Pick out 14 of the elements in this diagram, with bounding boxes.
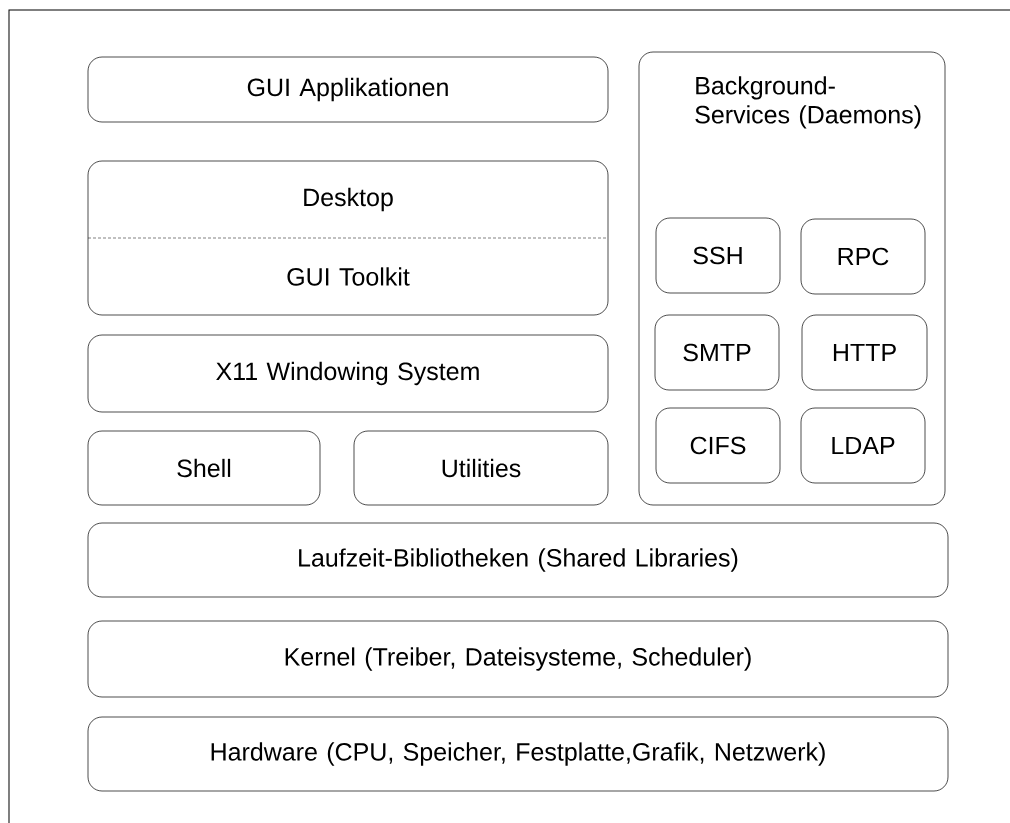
service-box: HTTP xyxy=(801,314,928,391)
service-box: RPC xyxy=(800,218,926,295)
service-box: SSH xyxy=(655,217,781,294)
service-box: LDAP xyxy=(800,407,926,484)
layer-box: Shell xyxy=(87,430,321,506)
layer-box: Utilities xyxy=(353,430,609,506)
service-box: SMTP xyxy=(654,314,780,391)
layer-box: Hardware (CPU, Speicher, Festplatte,Grafik, Netzwerk) xyxy=(87,716,949,792)
layer-box: Kernel (Treiber, Dateisysteme, Scheduler) xyxy=(87,620,949,698)
layer-box: GUI Applikationen xyxy=(87,56,609,123)
layer-box: X11 Windowing System xyxy=(87,334,609,413)
service-box: CIFS xyxy=(655,407,781,484)
layer-box: Desktop GUI Toolkit xyxy=(87,160,609,316)
layer-box: Laufzeit-Bibliotheken (Shared Libraries) xyxy=(87,522,949,598)
